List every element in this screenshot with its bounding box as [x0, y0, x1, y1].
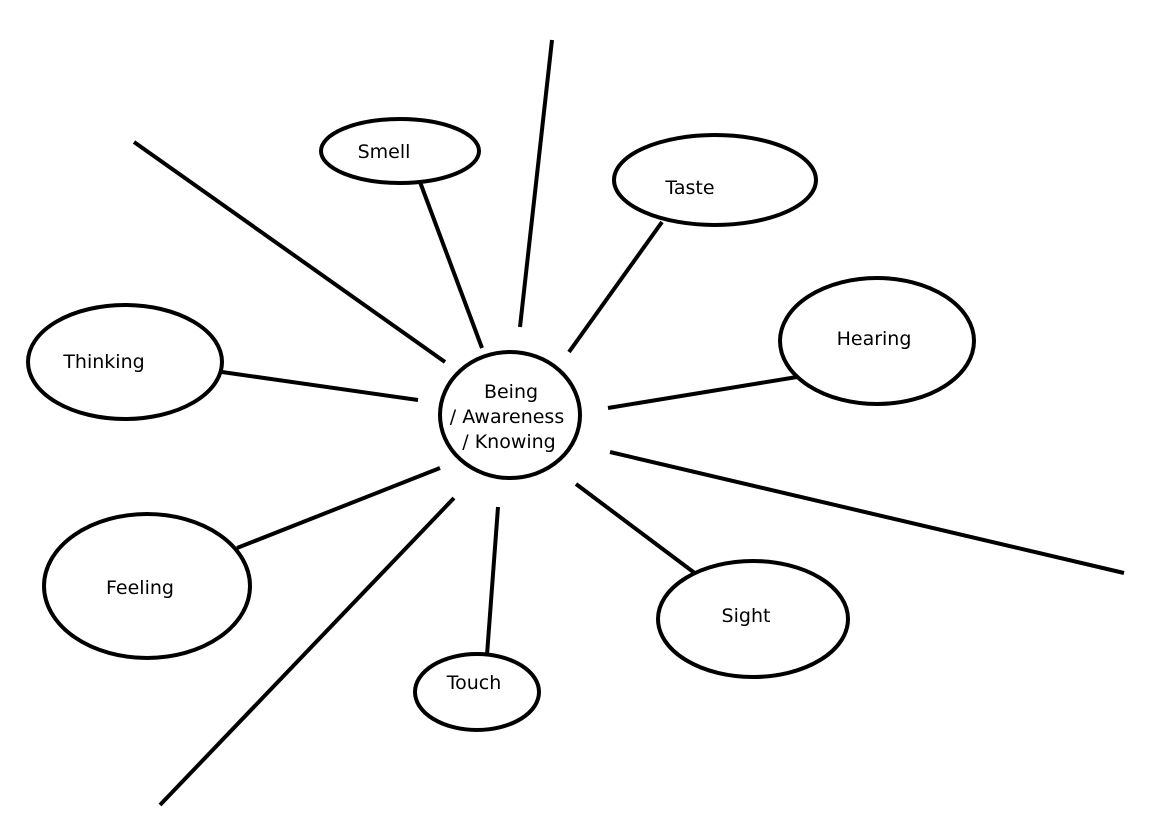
connector-sight [574, 482, 698, 576]
center-node: Being / Awareness / Knowing [438, 350, 582, 480]
node-sight: Sight [656, 559, 850, 679]
center-label-line-3: / Knowing [462, 431, 556, 453]
node-sight-label: Sight [722, 605, 771, 627]
node-hearing: Hearing [778, 276, 976, 406]
node-touch-label: Touch [446, 672, 502, 694]
node-touch-shape [413, 652, 541, 732]
node-thinking-label: Thinking [62, 351, 144, 373]
node-hearing-label: Hearing [837, 328, 912, 350]
node-thinking: Thinking [26, 303, 224, 421]
node-hearing-shape [778, 276, 976, 406]
connector-smell [418, 181, 484, 349]
node-feeling-shape [42, 512, 252, 660]
connector-thinking [221, 370, 419, 402]
free-line-upper-left [132, 140, 447, 364]
node-feeling-label: Feeling [106, 577, 174, 599]
node-taste-shape [612, 133, 818, 227]
node-feeling: Feeling [42, 512, 252, 660]
node-touch: Touch [413, 652, 541, 732]
node-thinking-shape [26, 303, 224, 421]
node-smell-shape [319, 117, 481, 185]
connector-feeling [236, 466, 441, 550]
free-line-right [609, 450, 1125, 575]
node-taste-label: Taste [664, 177, 714, 199]
connector-taste [567, 220, 664, 354]
node-smell-label: Smell [358, 141, 411, 163]
node-sight-shape [656, 559, 850, 679]
connector-touch [485, 506, 500, 656]
connector-hearing [607, 375, 798, 410]
free-line-lower-left [158, 496, 456, 807]
free-line-top [518, 39, 554, 328]
center-label-line-2: / Awareness [450, 406, 564, 428]
node-smell: Smell [319, 117, 481, 185]
center-label-line-1: Being [484, 381, 538, 403]
node-taste: Taste [612, 133, 818, 227]
center-node-shape [438, 350, 582, 480]
